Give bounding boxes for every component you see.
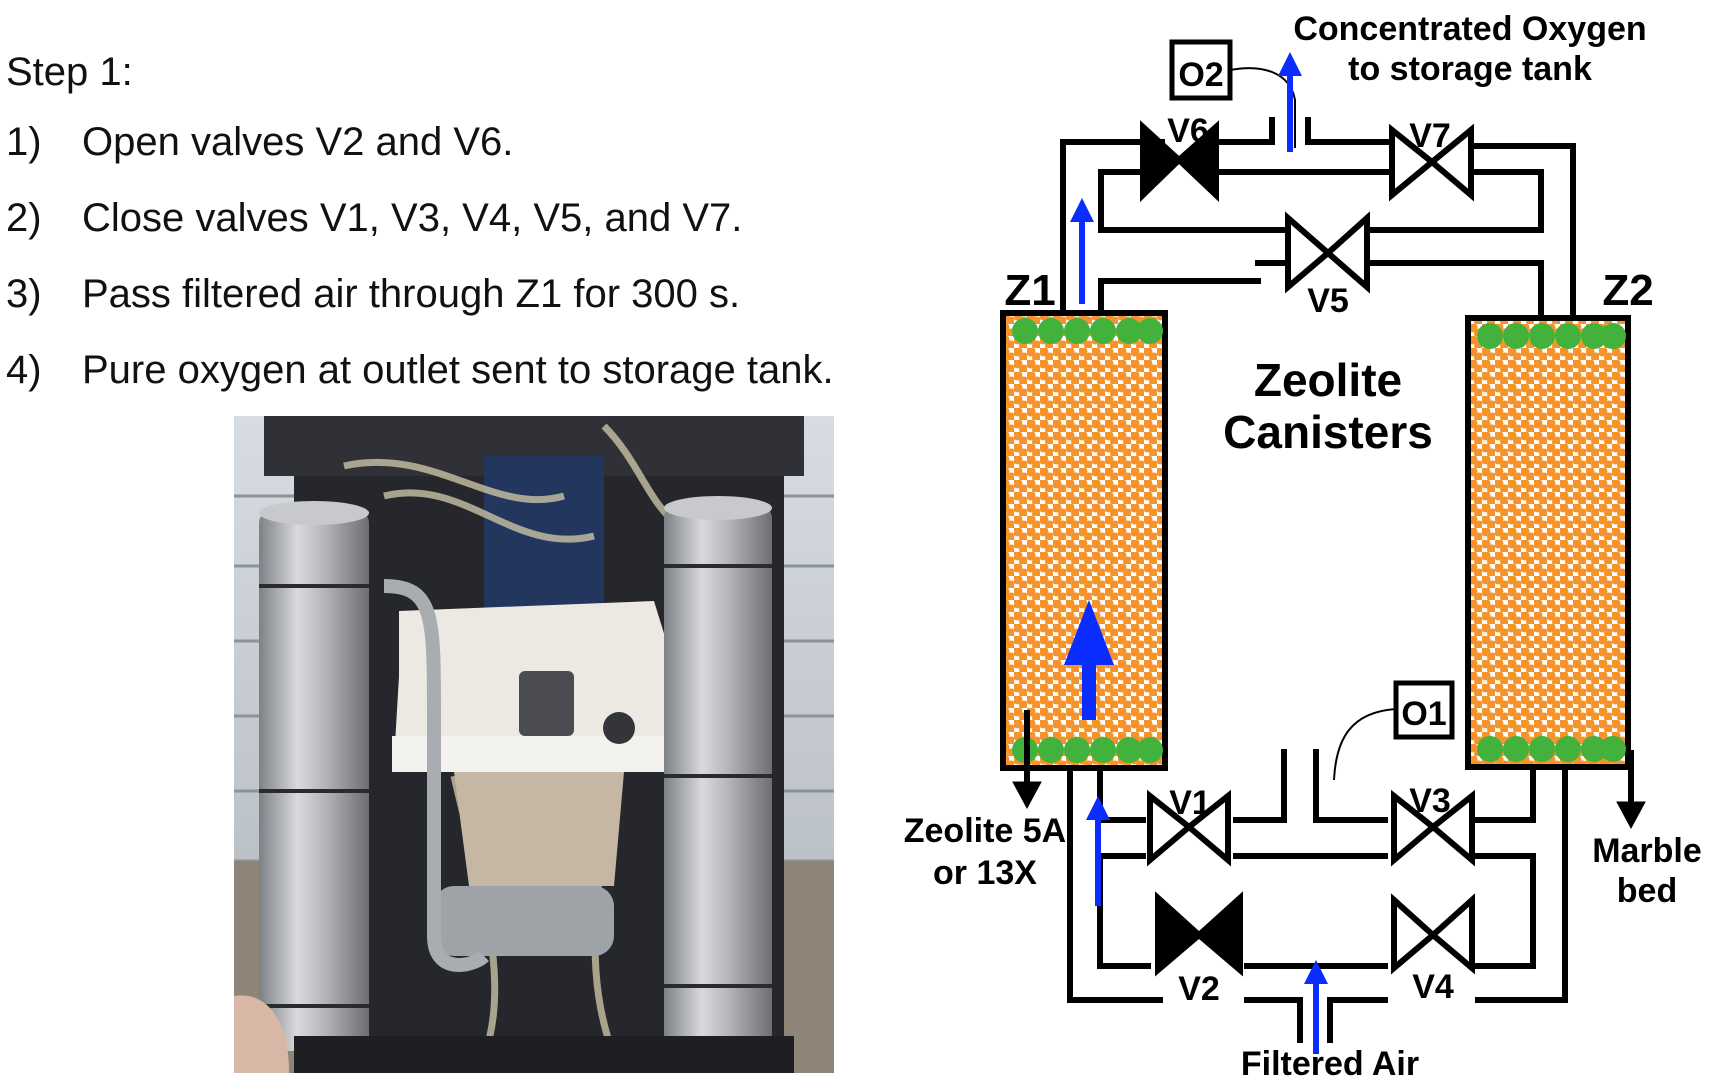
pipe (1067, 765, 1163, 1003)
sensor-o1-wire (1333, 708, 1397, 781)
step-text: Open valves V2 and V6. (82, 120, 514, 164)
valve-v1-label: V1 (1169, 784, 1211, 822)
step-text: Pass filtered air through Z1 for 300 s. (82, 272, 741, 316)
step-number: 4) (6, 348, 42, 392)
pipe (1244, 997, 1303, 1043)
outlet-label-line2: to storage tank (1348, 50, 1592, 88)
sensor-o2-wire (1229, 67, 1296, 148)
canister-z1 (1000, 310, 1168, 771)
valve-v2-label: V2 (1178, 970, 1220, 1008)
pipe (1475, 764, 1536, 823)
step-number: 3) (6, 272, 42, 316)
pipe (1305, 117, 1395, 145)
pipe (1368, 260, 1544, 321)
zeolite-type-line2: or 13X (933, 854, 1037, 892)
pipe (1475, 853, 1536, 969)
step-text: Pure oxygen at outlet sent to storage ta… (82, 348, 834, 392)
diagram-title-line2: Canisters (1223, 406, 1433, 458)
valve-v4-label: V4 (1412, 968, 1454, 1006)
flow-arrows (1064, 52, 1328, 1054)
valve-v5-icon (1285, 211, 1370, 294)
piping (1060, 117, 1576, 1043)
pipe (1313, 749, 1388, 823)
sensor-o1-box (1393, 680, 1455, 740)
pipe (1368, 169, 1544, 233)
valve-v4-icon (1391, 893, 1475, 975)
pipe (1097, 853, 1151, 969)
zeolite-pointer-icon (1012, 781, 1042, 810)
valve-v5-label: V5 (1307, 282, 1349, 320)
canister-z2-label: Z2 (1602, 266, 1653, 315)
pipe (1202, 117, 1275, 145)
valve-v2-icon (1155, 891, 1243, 977)
step-text: Close valves V1, V3, V4, V5, and V7. (82, 196, 743, 240)
pipe (1233, 749, 1287, 823)
step-number: 1) (6, 120, 42, 164)
diagram-title-line1: Zeolite (1254, 354, 1402, 406)
pipe (1468, 143, 1576, 321)
valve-v1-icon (1147, 789, 1231, 867)
pipe (1097, 765, 1146, 823)
canister-z2 (1465, 315, 1631, 770)
pipe (1327, 997, 1388, 1043)
step-title: Step 1: (6, 50, 133, 94)
marble-bed-line1: Marble (1592, 832, 1702, 870)
sensor-o2-label: O2 (1178, 56, 1223, 94)
outlet-label-line1: Concentrated Oxygen (1293, 10, 1646, 48)
valve-v3-icon (1391, 789, 1475, 867)
valve-v7-label: V7 (1409, 117, 1451, 155)
pipe (1098, 278, 1261, 316)
marble-pointer-icon (1616, 801, 1646, 830)
valve-v7-icon (1389, 123, 1474, 202)
flow-arrow-z1-inside-icon (1064, 600, 1114, 665)
inlet-label: Filtered Air (1241, 1045, 1419, 1080)
zeolite-type-line1: Zeolite 5A (904, 812, 1066, 850)
sensor-o1-label: O1 (1401, 695, 1446, 733)
valve-v6-icon (1140, 120, 1219, 203)
valve-v6-label: V6 (1167, 112, 1209, 150)
canister-z1-label: Z1 (1004, 266, 1055, 315)
valve-v3-label: V3 (1409, 782, 1451, 820)
concentrator-photo (234, 416, 834, 1073)
pipe (1475, 764, 1568, 1003)
step-number: 2) (6, 196, 42, 240)
pipe (1060, 139, 1165, 316)
marble-bed-line2: bed (1617, 872, 1677, 910)
